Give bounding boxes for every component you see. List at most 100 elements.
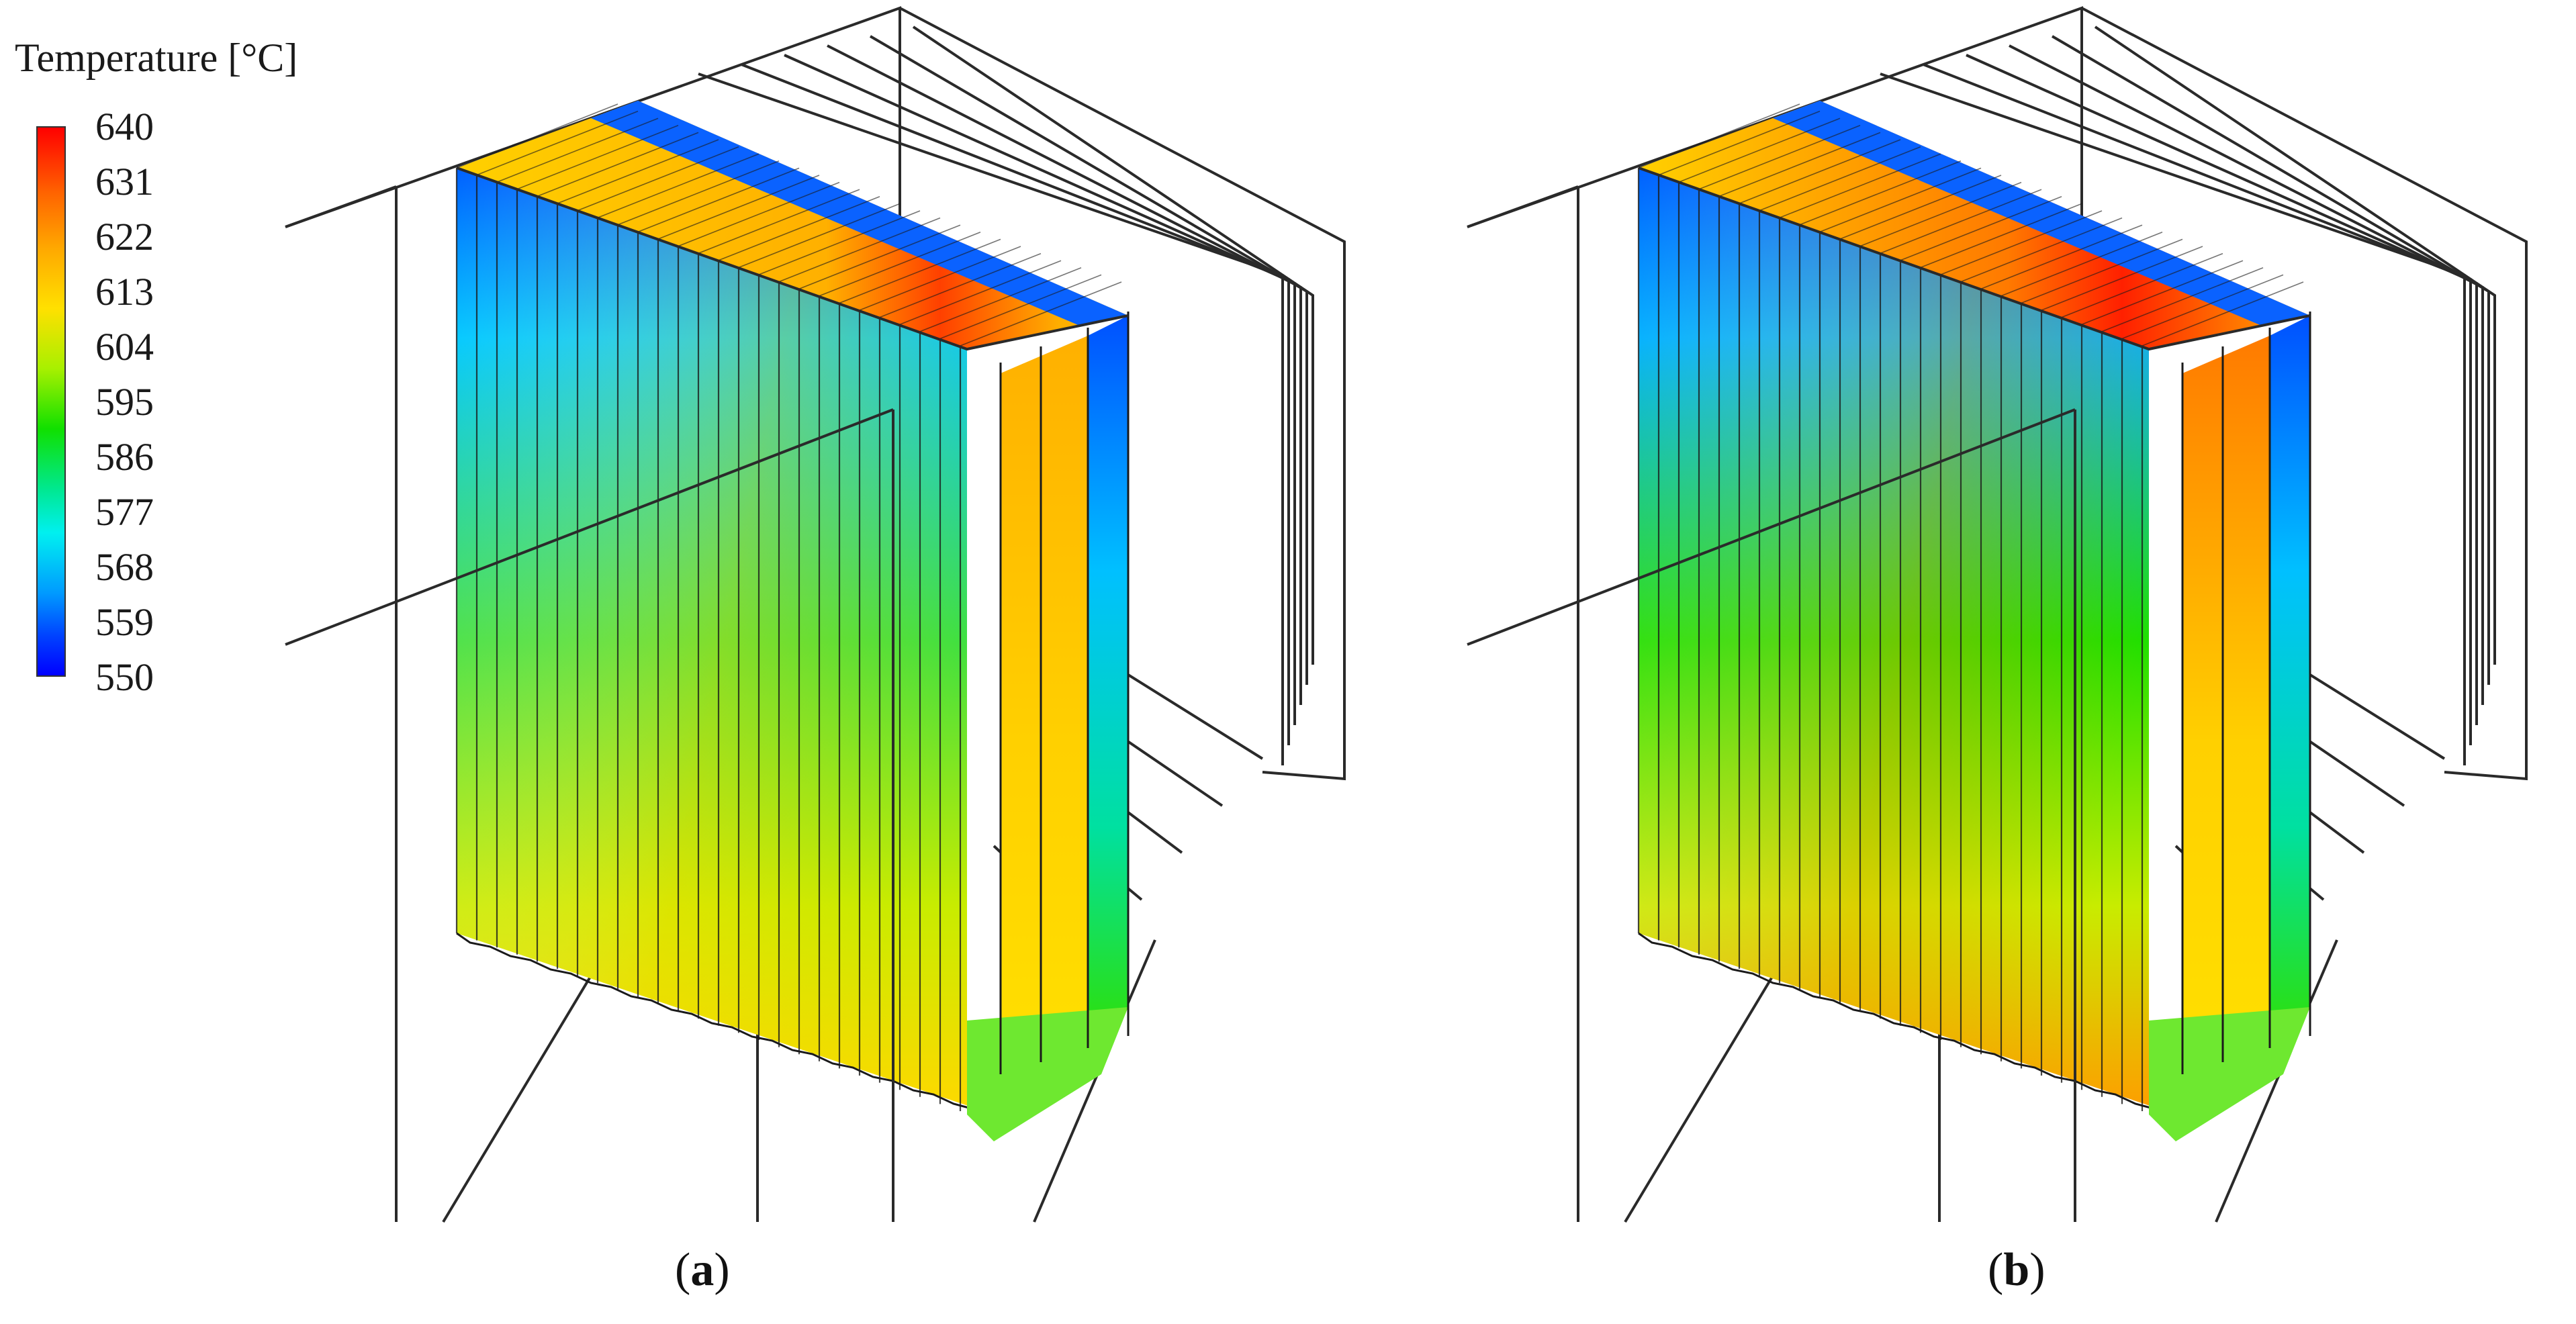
legend-tick-label: 604 bbox=[95, 325, 154, 369]
plate-top-line bbox=[597, 153, 760, 218]
tube-bank-top-face bbox=[1639, 101, 2310, 349]
panel-label-b: (b) bbox=[1988, 1244, 2045, 1296]
legend-tick-label: 622 bbox=[95, 215, 154, 258]
plate-top-line bbox=[819, 232, 981, 297]
plate-top-line bbox=[2021, 238, 2183, 304]
plate-top-line bbox=[939, 274, 1102, 340]
plate-top-line bbox=[1940, 210, 2103, 275]
housing-edge bbox=[1624, 952, 1788, 1223]
legend-tick-label: 577 bbox=[95, 490, 154, 534]
plate-top-line bbox=[1718, 132, 1881, 197]
baffle-edge bbox=[2094, 26, 2496, 665]
plate-top-line bbox=[537, 132, 699, 197]
plate-top-line bbox=[678, 181, 840, 247]
plate-top-line bbox=[657, 175, 820, 240]
plate-top-line bbox=[1799, 160, 1962, 226]
legend-tick-label: 613 bbox=[95, 270, 154, 314]
legend-tick-label: 640 bbox=[95, 105, 154, 148]
plate-top-line bbox=[1980, 224, 2143, 289]
panel-a bbox=[285, 6, 1346, 1223]
legend-tick-label: 550 bbox=[95, 655, 154, 699]
tube-bank-bottom-edge bbox=[1638, 932, 2176, 1116]
plate-top-line bbox=[718, 196, 880, 261]
housing-edge bbox=[1467, 185, 1579, 228]
plate-top-line bbox=[496, 117, 659, 183]
tube-bank-top-face bbox=[457, 101, 1128, 349]
tube-bank-bottom-edge bbox=[456, 932, 995, 1116]
plate-top-line bbox=[456, 103, 618, 169]
plate-top-line bbox=[1839, 175, 2002, 240]
outlet-column bbox=[1001, 336, 1088, 1074]
plate-top-line bbox=[1759, 146, 1921, 211]
plate-top-line bbox=[1739, 139, 1901, 204]
plate-top-line bbox=[859, 246, 1021, 311]
plate-top-line bbox=[839, 238, 1001, 304]
plate-top-line bbox=[2061, 252, 2223, 318]
plate-top-line bbox=[879, 252, 1042, 318]
plate-top-line bbox=[1638, 103, 1800, 169]
plate-top-line bbox=[637, 167, 800, 233]
plate-top-line bbox=[1880, 189, 2042, 254]
plate-top-line bbox=[617, 160, 780, 226]
legend-title: Temperature [°C] bbox=[15, 36, 298, 80]
plate-top-line bbox=[1920, 203, 2082, 269]
legend-tick-labels: 640 631 622 613 604 595 586 577 568 559 … bbox=[95, 105, 189, 697]
outlet-column bbox=[2182, 336, 2270, 1074]
plate-top-line bbox=[960, 281, 1122, 346]
housing-edge bbox=[285, 185, 397, 228]
plate-top-line bbox=[1678, 117, 1841, 183]
plate-top-line bbox=[516, 125, 679, 190]
plate-top-line bbox=[899, 260, 1062, 325]
tube-bank-top-cold-strip bbox=[1773, 101, 2310, 326]
duct-edge bbox=[285, 408, 894, 646]
tube-bank-corner bbox=[967, 1007, 1128, 1141]
legend-tick-label: 559 bbox=[95, 600, 154, 644]
plate-top-line bbox=[577, 146, 739, 211]
plate-top-line bbox=[698, 189, 860, 254]
legend-tick-label: 568 bbox=[95, 545, 154, 589]
legend-tick-label: 595 bbox=[95, 380, 154, 424]
side-wall bbox=[2270, 316, 2310, 1047]
side-wall bbox=[1088, 316, 1128, 1047]
legend-tick-label: 631 bbox=[95, 160, 154, 203]
plate-top-line bbox=[1779, 153, 1941, 218]
plate-top-line bbox=[1859, 181, 2022, 247]
plate-top-line bbox=[1698, 125, 1861, 190]
tube-bank bbox=[455, 101, 1130, 1141]
plate-top-line bbox=[1819, 167, 1982, 233]
tube-bank-corner bbox=[2149, 1007, 2310, 1141]
plate-top-line bbox=[1658, 110, 1821, 176]
plate-top-line bbox=[2101, 267, 2264, 332]
plate-top-line bbox=[557, 139, 719, 204]
housing-edge bbox=[442, 952, 606, 1223]
housing-edge bbox=[2215, 939, 2338, 1223]
plate-top-line bbox=[2121, 274, 2284, 340]
housing-edge bbox=[2081, 7, 2528, 781]
plate-top-line bbox=[476, 110, 639, 176]
plate-top-line bbox=[758, 210, 921, 275]
plate-top-line bbox=[919, 267, 1082, 332]
baffle-edge bbox=[912, 26, 1314, 665]
plate-top-line bbox=[2081, 260, 2244, 325]
plate-top-line bbox=[1960, 217, 2123, 283]
legend-tick-label: 586 bbox=[95, 435, 154, 479]
housing-edge bbox=[899, 7, 1346, 781]
legend-colorbar bbox=[36, 126, 66, 677]
housing-edge bbox=[1033, 939, 1156, 1223]
tube-bank-outline bbox=[456, 167, 1129, 351]
plate-top-line bbox=[2000, 232, 2163, 297]
plate-top-line bbox=[798, 224, 961, 289]
panel-label-a: (a) bbox=[675, 1244, 730, 1296]
plate-top-line bbox=[2142, 281, 2304, 346]
plate-top-line bbox=[2041, 246, 2203, 311]
tube-bank bbox=[1637, 101, 2311, 1141]
plate-top-line bbox=[1900, 196, 2062, 261]
panel-b bbox=[1467, 6, 2528, 1223]
plate-top-line bbox=[738, 203, 901, 269]
plate-top-line bbox=[778, 217, 941, 283]
tube-bank-outline bbox=[1638, 167, 2311, 351]
tube-bank-top-cold-strip bbox=[591, 101, 1128, 326]
duct-edge bbox=[1467, 408, 2076, 646]
